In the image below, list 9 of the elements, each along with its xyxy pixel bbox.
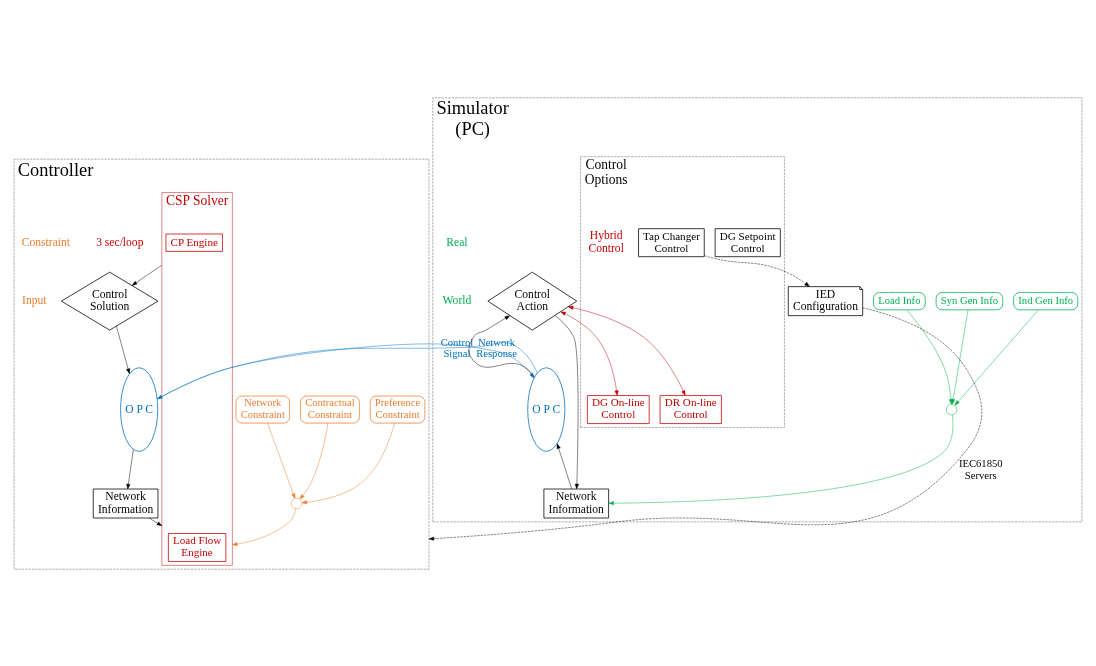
edge-label: Network Response xyxy=(476,336,517,359)
label: Real xyxy=(446,235,468,249)
label: World xyxy=(442,293,472,307)
label: Input xyxy=(22,293,47,307)
label: Hybrid Control xyxy=(588,228,624,255)
edge-label: Control Signal xyxy=(440,336,474,359)
label: Constraint xyxy=(21,235,71,249)
edge-label: IEC61850 Servers xyxy=(958,457,1003,481)
label: 3 sec/loop xyxy=(96,235,144,249)
